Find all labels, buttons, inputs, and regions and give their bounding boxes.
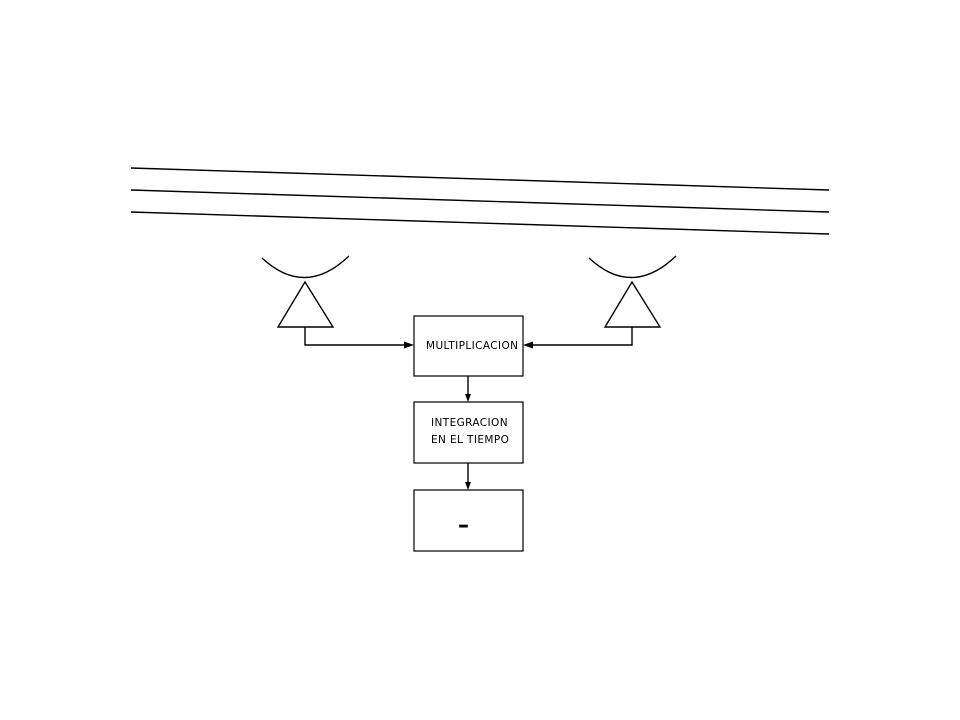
multiplication-label: MULTIPLICACION: [426, 340, 518, 352]
left-antenna: [261, 255, 350, 328]
right-arrowhead-icon: [523, 341, 533, 349]
multiplication-box: [413, 315, 524, 377]
left-arrowhead-icon: [404, 341, 414, 349]
integration-label-line2: EN EL TIEMPO: [431, 434, 509, 446]
output-label: –: [458, 513, 469, 538]
multiplication-block: MULTIPLICACION: [413, 315, 524, 377]
left-signal-line: [304, 327, 406, 346]
right-signal-line: [531, 327, 633, 346]
wavefront-line-2: [130, 189, 830, 213]
right-signal-path: [523, 327, 633, 349]
integration-label-line1: INTEGRACION: [431, 417, 508, 429]
left-signal-path: [304, 327, 414, 349]
output-block: –: [413, 489, 524, 552]
wavefront-line-1: [130, 167, 830, 191]
wavefront-line-3: [130, 211, 830, 235]
integration-block: INTEGRACION EN EL TIEMPO: [413, 401, 524, 464]
down-arrowhead-icon-2: [465, 482, 471, 490]
connector-integration-to-output: [465, 463, 471, 490]
wavefront-lines: [130, 167, 830, 235]
right-feed-triangle-icon: [603, 280, 662, 328]
right-dish-icon: [588, 255, 677, 279]
integration-box: [413, 401, 524, 464]
connector-mult-to-integration: [465, 376, 471, 402]
right-antenna: [588, 255, 677, 328]
output-box: [413, 489, 524, 552]
down-arrowhead-icon-1: [465, 394, 471, 402]
left-feed-triangle-icon: [276, 280, 335, 328]
left-dish-icon: [261, 255, 350, 279]
